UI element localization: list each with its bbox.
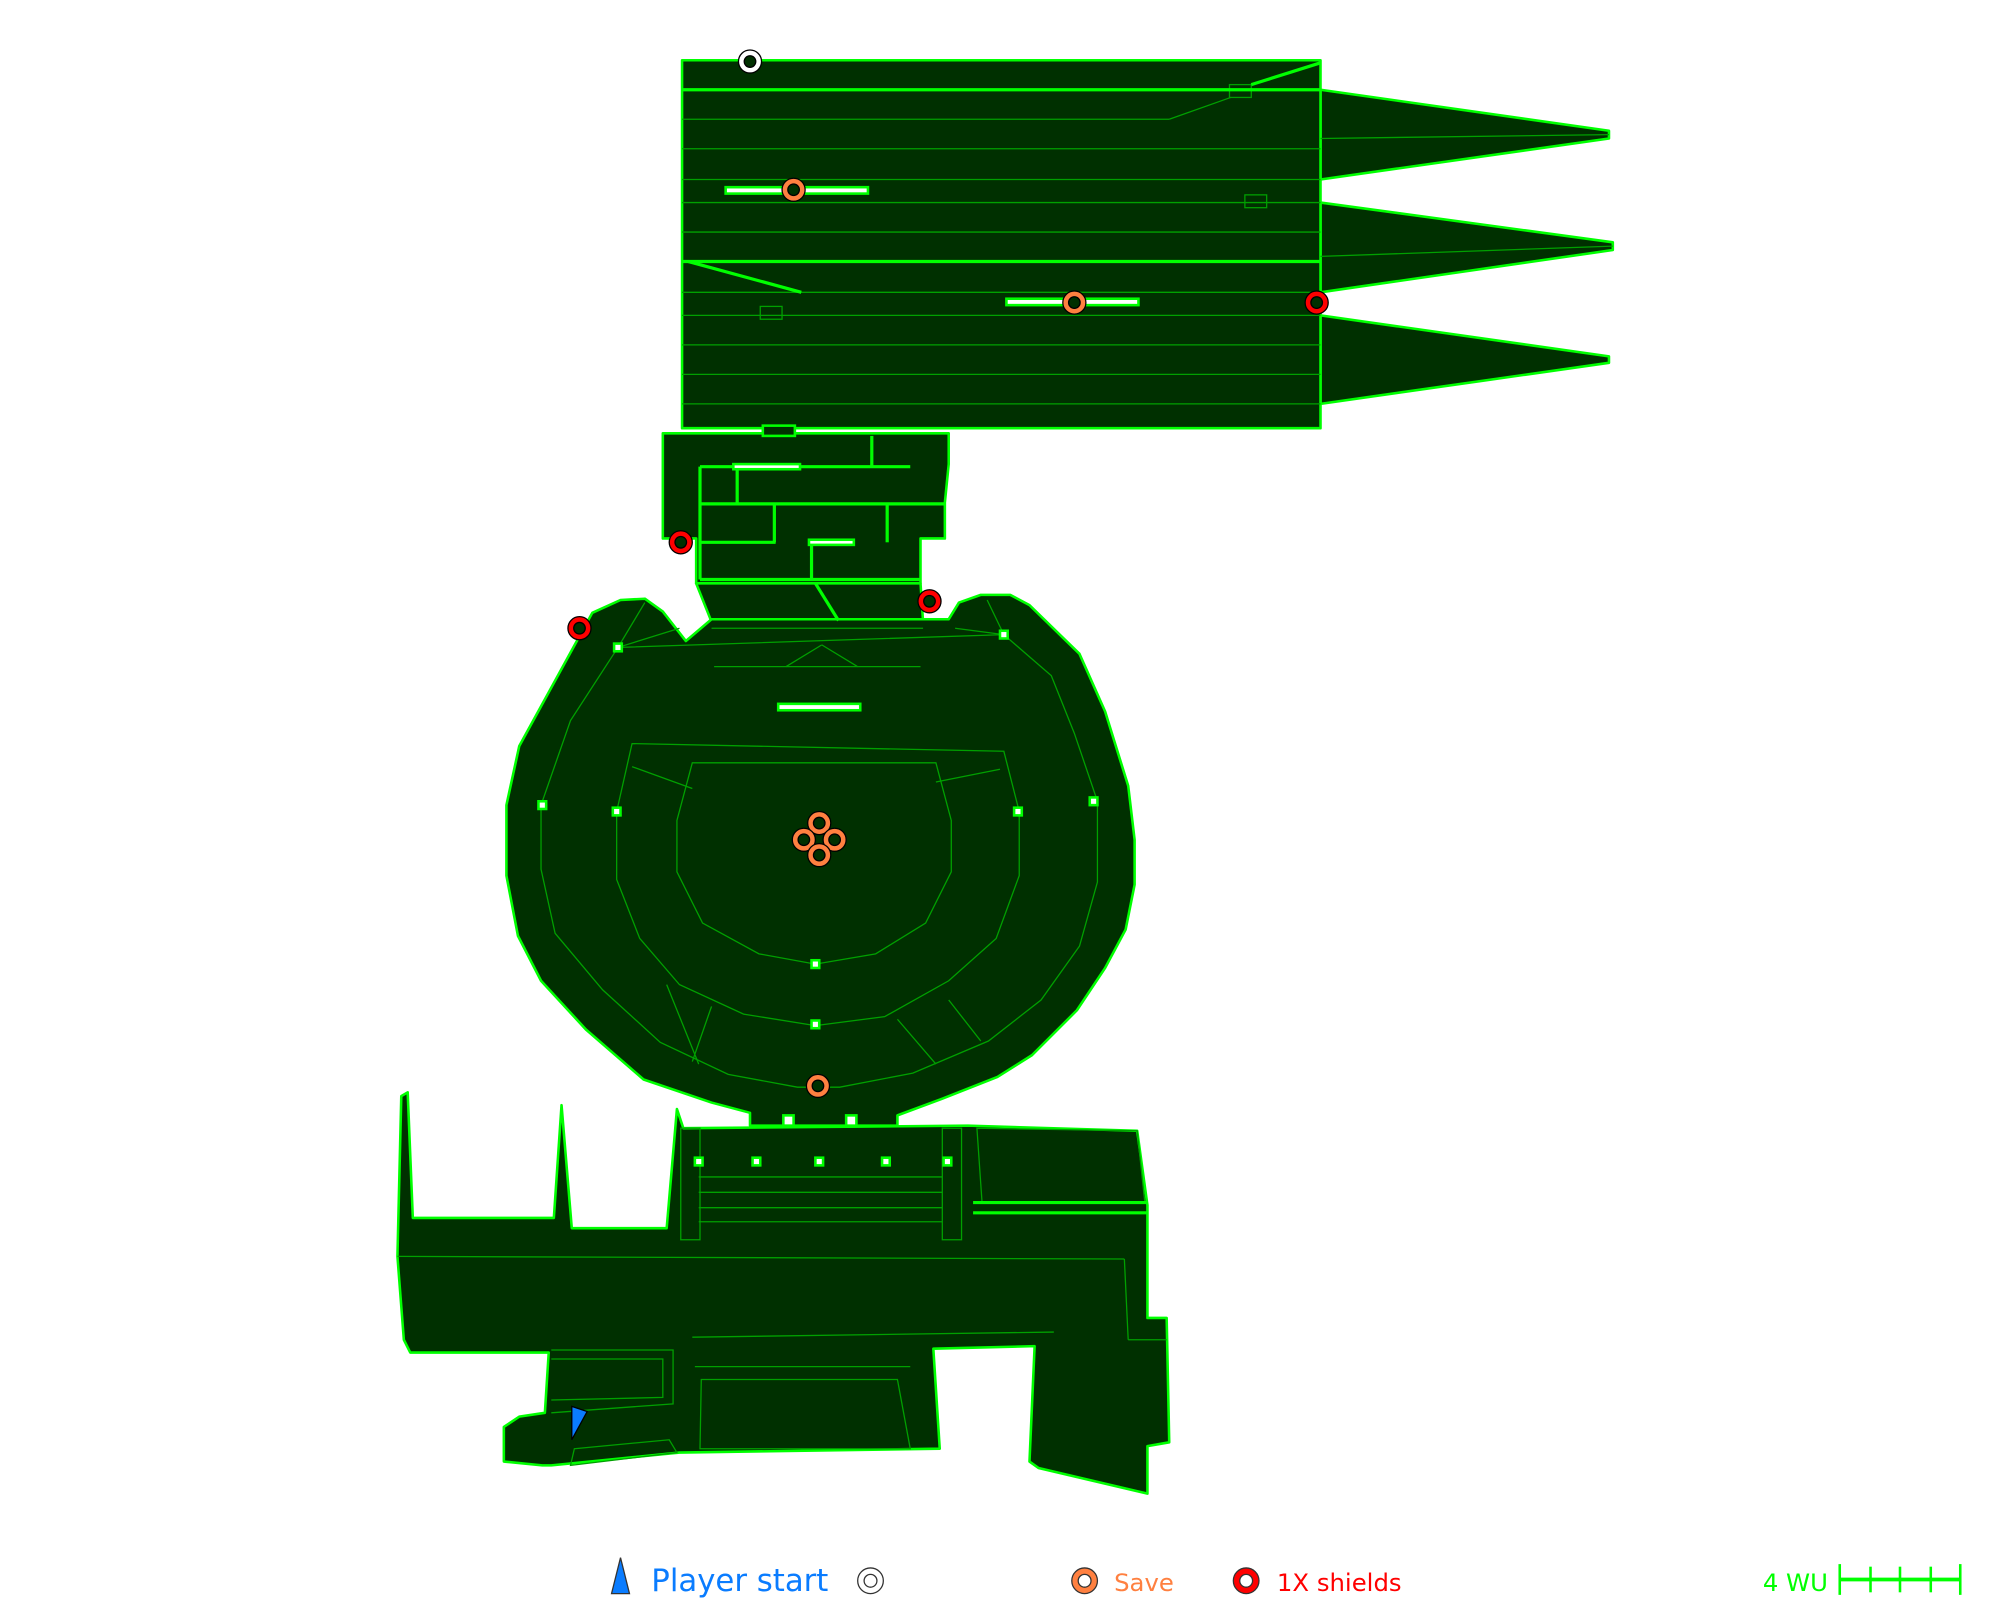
hangar-room — [680, 58, 1322, 430]
legend-player-start-label: Player start — [651, 1563, 828, 1599]
legend: Player start Save 1X shields 4 WU — [610, 1557, 1962, 1599]
hangar-spike-3 — [1319, 314, 1611, 406]
player-start-arrow-icon[interactable] — [571, 1405, 589, 1441]
unknown-legend-icon — [857, 1567, 884, 1595]
interior-lines — [397, 83, 1613, 1467]
save-marker[interactable] — [1062, 290, 1087, 315]
shields-marker[interactable] — [1304, 290, 1329, 315]
save-marker[interactable] — [822, 827, 847, 852]
player-start-legend-icon — [610, 1557, 631, 1595]
legend-shields-label: 1X shields — [1277, 1568, 1402, 1597]
shields-marker[interactable] — [567, 616, 592, 641]
middle-rooms — [661, 432, 951, 585]
bottom-area — [396, 1091, 1171, 1495]
shields-marker[interactable] — [917, 589, 942, 614]
shields-marker[interactable] — [668, 530, 693, 555]
unknown-marker[interactable] — [737, 49, 763, 74]
save-marker[interactable] — [807, 810, 832, 836]
connector — [694, 582, 925, 624]
save-marker[interactable] — [781, 177, 806, 202]
scale-bar — [1838, 1564, 1962, 1595]
markers — [567, 49, 1329, 1441]
scale-label: 4 WU — [1763, 1568, 1828, 1597]
save-marker[interactable] — [791, 827, 817, 852]
save-legend-icon — [1071, 1567, 1099, 1595]
shields-legend-icon — [1232, 1567, 1260, 1595]
save-marker[interactable] — [805, 1073, 831, 1099]
pillars — [537, 629, 1099, 1167]
map-geometry — [396, 58, 1615, 1495]
bright-walls — [682, 61, 1321, 1215]
legend-save-label: Save — [1114, 1568, 1174, 1597]
save-marker[interactable] — [807, 842, 832, 868]
